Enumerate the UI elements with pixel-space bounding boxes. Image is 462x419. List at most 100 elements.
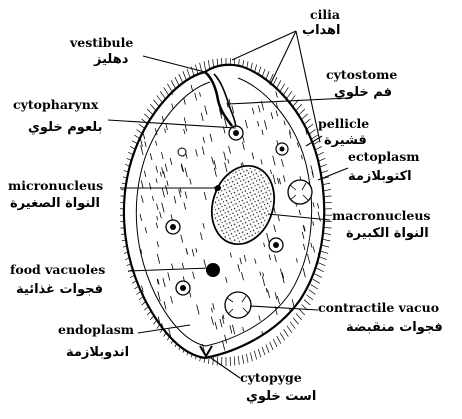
cilium — [160, 91, 165, 98]
cilium — [171, 80, 175, 88]
cilium — [175, 77, 179, 85]
cilium — [183, 71, 186, 79]
endoplasm-dash — [141, 344, 143, 352]
cilium — [147, 109, 153, 115]
cilium — [280, 84, 284, 91]
cilium — [280, 333, 284, 340]
cilium — [304, 300, 310, 305]
cilium — [254, 351, 256, 360]
cilium — [208, 60, 209, 69]
cilium — [246, 354, 248, 363]
label-ectoplasm-en: ectoplasm — [348, 151, 420, 164]
cilium — [313, 279, 320, 283]
cilium — [306, 124, 313, 129]
label-contractile-vacuole-ar: فجوات منقبضة — [346, 321, 443, 334]
label-ectoplasm-ar: اكتوبلازمة — [348, 170, 412, 183]
cilium — [195, 65, 197, 74]
endoplasm-dash — [282, 327, 284, 334]
cilium — [309, 290, 316, 295]
label-endoplasm-ar: اندوبلازمة — [66, 346, 129, 359]
cilium — [266, 71, 269, 79]
label-micronucleus-en: micronucleus — [8, 180, 103, 193]
label-cilia-ar: اهداب — [302, 24, 341, 37]
cilium — [234, 357, 235, 366]
cilium — [296, 104, 302, 110]
label-cytostome-en: cytostome — [326, 69, 397, 82]
endoplasm-dash — [282, 348, 283, 353]
label-food-vacuoles-en: food vacuoles — [10, 264, 105, 277]
endoplasm-dash — [155, 91, 157, 98]
cilium — [290, 322, 295, 329]
cilium — [238, 356, 239, 365]
cilium — [299, 309, 305, 315]
label-cytopyge-en: cytopyge — [240, 372, 302, 385]
cilium — [287, 91, 292, 98]
label-vestibule-en: vestibule — [70, 37, 133, 50]
endoplasm-dash — [155, 103, 156, 108]
endoplasm-dash — [149, 334, 151, 344]
cilium — [323, 233, 331, 234]
cilium — [287, 326, 292, 333]
endoplasm-dash — [314, 297, 316, 307]
endoplasm-dash — [154, 330, 155, 335]
cilium — [242, 355, 243, 364]
endoplasm-dash — [291, 338, 293, 344]
endoplasm-dash — [311, 85, 312, 91]
cilium — [164, 87, 169, 94]
cilium — [258, 349, 261, 357]
cilium — [273, 339, 277, 347]
label-contractile-vacuole-en: contractile vacuo — [318, 302, 439, 315]
cilium — [302, 114, 308, 120]
cilium — [306, 295, 313, 300]
cilium — [277, 336, 281, 344]
label-cytopharynx-ar: بلعوم خلوي — [28, 121, 102, 134]
cilium — [311, 285, 318, 289]
label-endoplasm-en: endoplasm — [58, 324, 134, 337]
label-pellicle-ar: قشيرة — [324, 134, 367, 147]
label-food-vacuoles-ar: فجوات غذائية — [16, 283, 103, 296]
cilium — [277, 80, 281, 88]
cilium — [320, 251, 328, 253]
cilium — [318, 263, 325, 266]
cilium — [157, 95, 162, 102]
cilium — [191, 67, 194, 75]
cilium — [322, 239, 330, 241]
cilium — [262, 347, 265, 355]
cilium — [187, 69, 190, 77]
cilium — [284, 87, 289, 94]
cilium — [319, 257, 327, 260]
cilium — [284, 329, 289, 336]
label-cytopyge-ar: است خلوي — [246, 390, 316, 403]
endoplasm-dash — [315, 107, 317, 116]
cilium — [315, 274, 322, 278]
label-macronucleus-en: macronucleus — [332, 210, 430, 223]
cilium — [293, 318, 298, 325]
label-cytopharynx-en: cytopharynx — [13, 99, 98, 112]
cilium — [217, 357, 218, 366]
cilium — [250, 352, 252, 361]
cilium — [179, 74, 183, 82]
cilium — [296, 313, 302, 319]
endoplasm-dash — [314, 331, 316, 340]
cilium — [270, 74, 274, 82]
label-macronucleus-ar: النواة الكبيرة — [346, 227, 429, 240]
cilium — [153, 100, 158, 107]
label-cytostome-ar: فم خلوي — [334, 86, 392, 99]
cilium — [167, 84, 171, 91]
cilium — [266, 345, 269, 353]
cilium — [321, 245, 329, 247]
endoplasm-dash — [276, 330, 278, 337]
endoplasm-dash — [320, 89, 321, 93]
endoplasm-dash — [300, 336, 302, 342]
cilium — [204, 61, 206, 70]
cilium — [304, 119, 310, 124]
label-vestibule-ar: دهليز — [94, 53, 128, 66]
cilium — [299, 109, 305, 115]
cilium — [316, 268, 323, 271]
endoplasm-dash — [314, 322, 315, 327]
label-micronucleus-ar: النواة الصغيرة — [10, 197, 100, 210]
label-pellicle-en: pellicle — [318, 118, 369, 131]
cilium — [270, 342, 274, 350]
cilium — [150, 104, 156, 110]
